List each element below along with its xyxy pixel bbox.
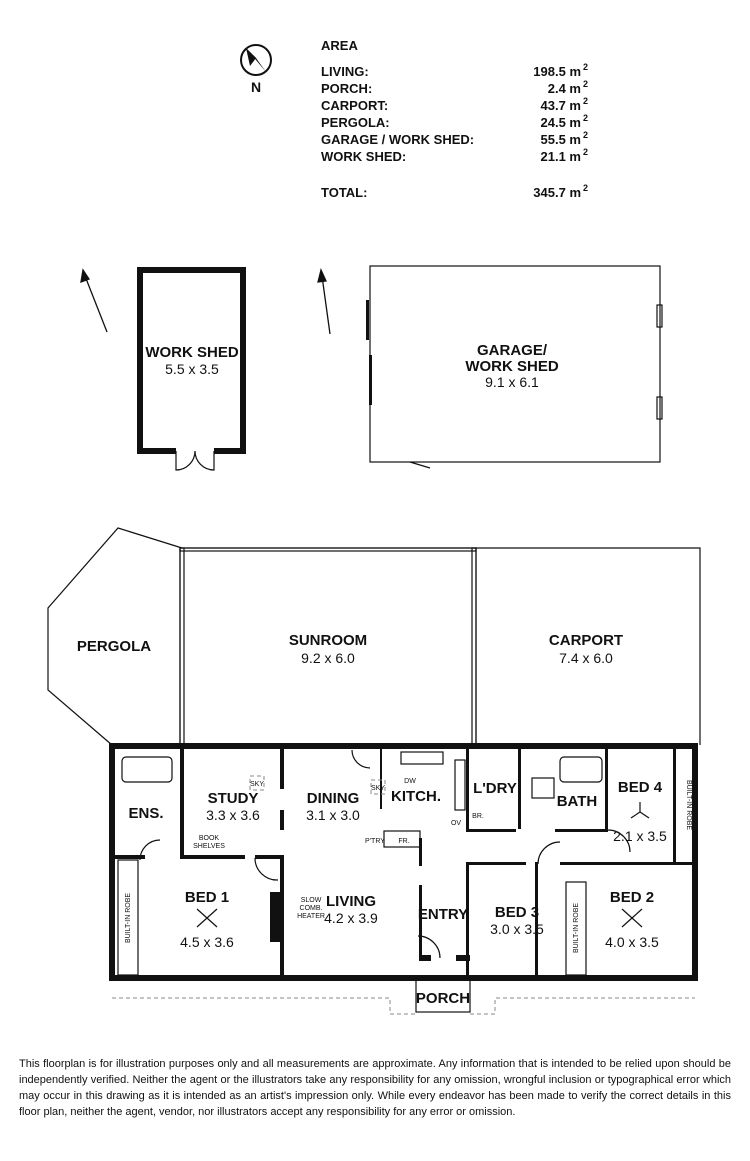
dishwasher-label: DW xyxy=(404,778,416,785)
north-compass-icon: N xyxy=(240,44,272,95)
room-dims: 4.5 x 3.6 xyxy=(180,934,234,950)
unit-superscript: 2 xyxy=(583,62,588,72)
room-dims: 9.1 x 6.1 xyxy=(485,374,539,390)
unit-superscript: 2 xyxy=(583,183,588,193)
area-row-value: 55.5 m xyxy=(541,132,581,147)
unit-superscript: 2 xyxy=(583,79,588,89)
room-label: LIVING xyxy=(326,893,376,910)
area-row-label: PERGOLA: xyxy=(321,115,390,130)
robe-label: BUILT-IN ROBE xyxy=(125,893,132,943)
unit-superscript: 2 xyxy=(583,130,588,140)
robe-label: BUILT-IN ROBE xyxy=(573,903,580,953)
area-row-value: 43.7 m xyxy=(541,98,581,113)
skylight-label: SKY xyxy=(250,781,264,788)
room-label: L'DRY xyxy=(473,780,517,797)
room-label: ENTRY xyxy=(418,906,468,923)
area-row-value: 198.5 m xyxy=(533,64,581,79)
heater-label: COMB. xyxy=(300,905,323,912)
room-label: SUNROOM xyxy=(289,632,367,649)
room-label: BED 4 xyxy=(618,779,663,796)
area-row-value: 2.4 m xyxy=(548,81,581,96)
room-label: PORCH xyxy=(416,990,470,1007)
garage-building: GARAGE/ WORK SHED 9.1 x 6.1 xyxy=(366,265,663,469)
north-arrow-icon xyxy=(80,268,331,335)
room-label: GARAGE/ xyxy=(477,342,548,359)
room-dims: 2.1 x 3.5 xyxy=(613,828,667,844)
work-shed-building: WORK SHED 5.5 x 3.5 xyxy=(137,267,246,471)
area-row-value: 24.5 m xyxy=(541,115,581,130)
heater-label: HEATER xyxy=(297,913,325,920)
room-label: BED 2 xyxy=(610,889,654,906)
room-label: WORK SHED xyxy=(145,344,239,361)
room-dims: 3.3 x 3.6 xyxy=(206,807,260,823)
area-row-value: 345.7 m xyxy=(533,185,581,200)
compass-label: N xyxy=(251,79,261,95)
bookshelves-label: BOOK xyxy=(199,835,220,842)
room-label: STUDY xyxy=(208,790,259,807)
room-dims: 3.0 x 3.5 xyxy=(490,921,544,937)
area-row-label: CARPORT: xyxy=(321,98,388,113)
room-label: BED 1 xyxy=(185,889,229,906)
broom-label: BR. xyxy=(472,813,484,820)
room-label: BATH xyxy=(557,793,598,810)
skylight-label: SKY xyxy=(371,785,385,792)
disclaimer-text: This floorplan is for illustration purpo… xyxy=(19,1058,731,1118)
room-dims: 9.2 x 6.0 xyxy=(301,650,355,666)
ceiling-fan-icon xyxy=(196,802,650,928)
area-row-label: WORK SHED: xyxy=(321,149,406,164)
room-label: BED 3 xyxy=(495,904,539,921)
area-row-label: TOTAL: xyxy=(321,185,367,200)
area-row-label: GARAGE / WORK SHED: xyxy=(321,132,474,147)
room-label: DINING xyxy=(307,790,360,807)
room-dims: 4.0 x 3.5 xyxy=(605,934,659,950)
fridge-label: FR. xyxy=(398,838,409,845)
room-label: PERGOLA xyxy=(77,638,151,655)
heater-label: SLOW xyxy=(301,897,322,904)
unit-superscript: 2 xyxy=(583,96,588,106)
outdoor-areas: PERGOLA SUNROOM 9.2 x 6.0 CARPORT 7.4 x … xyxy=(47,527,701,747)
main-house: ENS. STUDY 3.3 x 3.6 DINING 3.1 x 3.0 KI… xyxy=(109,743,698,1015)
unit-superscript: 2 xyxy=(583,147,588,157)
unit-superscript: 2 xyxy=(583,113,588,123)
area-heading: AREA xyxy=(321,38,358,53)
area-row-label: LIVING: xyxy=(321,64,369,79)
bookshelves-label: SHELVES xyxy=(193,843,225,850)
room-label: WORK SHED xyxy=(465,358,559,375)
room-dims: 5.5 x 3.5 xyxy=(165,361,219,377)
room-dims: 3.1 x 3.0 xyxy=(306,807,360,823)
oven-label: OV xyxy=(451,820,461,827)
area-row-value: 21.1 m xyxy=(541,149,581,164)
area-row-label: PORCH: xyxy=(321,81,372,96)
robe-label: BUILT-IN ROBE xyxy=(685,780,692,830)
room-label: KITCH. xyxy=(391,788,441,805)
room-dims: 4.2 x 3.9 xyxy=(324,910,378,926)
pantry-label: P'TRY xyxy=(365,838,385,845)
room-label: ENS. xyxy=(128,805,163,822)
room-label: CARPORT xyxy=(549,632,623,649)
room-dims: 7.4 x 6.0 xyxy=(559,650,613,666)
